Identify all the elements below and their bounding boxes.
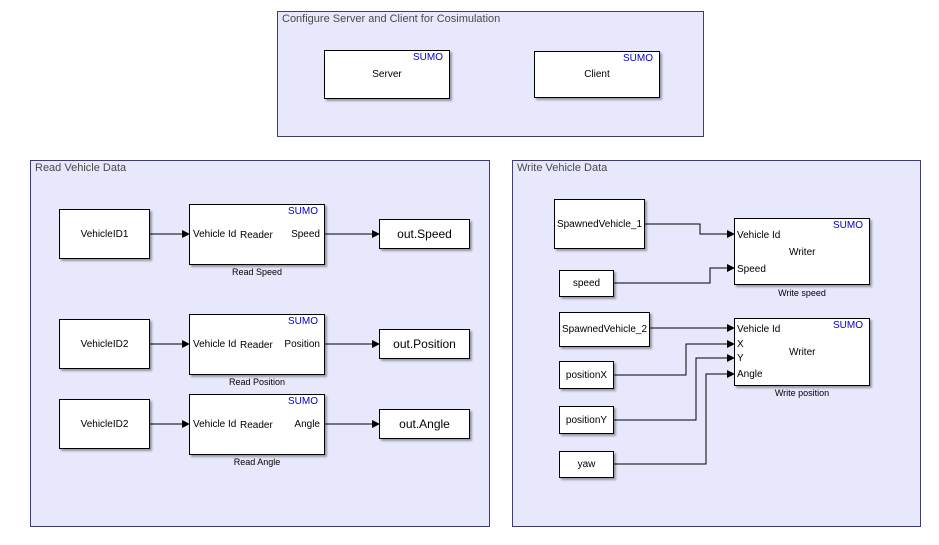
read-speed-block-label: Reader xyxy=(240,230,273,241)
read-speed-block[interactable]: SUMO Vehicle Id Reader Speed xyxy=(189,204,325,265)
write-speed-caption: Write speed xyxy=(778,288,826,298)
out-angle-block[interactable]: out.Angle xyxy=(379,409,470,439)
out-speed-block[interactable]: out.Speed xyxy=(379,219,470,249)
read-position-caption: Read Position xyxy=(228,377,286,387)
read-speed-sumo-tag: SUMO xyxy=(288,206,318,217)
spawned-vehicle-1-block[interactable]: SpawnedVehicle_1 xyxy=(554,199,645,249)
vehicleid2-angle-block[interactable]: VehicleID2 xyxy=(59,399,150,449)
vehicleid2-position-label: VehicleID2 xyxy=(80,338,129,350)
read-speed-caption: Read Speed xyxy=(231,267,283,277)
read-speed-port-out: Speed xyxy=(291,229,320,240)
spawned-vehicle-2-block[interactable]: SpawnedVehicle_2 xyxy=(559,312,650,347)
read-area-title: Read Vehicle Data xyxy=(35,162,127,174)
server-block[interactable]: SUMO Server xyxy=(324,50,450,99)
server-sumo-tag: SUMO xyxy=(413,52,443,63)
read-angle-port-in: Vehicle Id xyxy=(193,419,237,430)
write-position-port-x: X xyxy=(737,339,744,350)
write-position-port-y: Y xyxy=(737,353,744,364)
wire-speed-to-writer xyxy=(614,264,735,284)
client-label: Client xyxy=(584,69,610,80)
wire-posy-to-writer xyxy=(614,354,735,421)
write-speed-block-label: Writer xyxy=(789,247,816,258)
out-speed-label: out.Speed xyxy=(397,227,452,241)
read-angle-block[interactable]: SUMO Vehicle Id Reader Angle xyxy=(189,394,325,455)
speed-label: speed xyxy=(572,278,601,289)
write-position-sumo-tag: SUMO xyxy=(833,320,863,331)
yaw-label: yaw xyxy=(577,459,596,470)
spawned-vehicle-2-label: SpawnedVehicle_2 xyxy=(561,324,648,335)
write-area-title: Write Vehicle Data xyxy=(517,162,608,174)
position-y-block[interactable]: positionY xyxy=(559,406,614,434)
client-sumo-tag: SUMO xyxy=(623,53,653,64)
read-angle-block-label: Reader xyxy=(240,420,273,431)
wire-yaw-to-writer xyxy=(614,370,735,465)
read-position-block-label: Reader xyxy=(240,340,273,351)
position-y-label: positionY xyxy=(565,414,608,426)
server-label: Server xyxy=(372,69,402,80)
read-angle-port-out: Angle xyxy=(294,419,320,430)
read-speed-port-in: Vehicle Id xyxy=(193,229,237,240)
read-position-port-out: Position xyxy=(284,339,320,350)
vehicleid1-label: VehicleID1 xyxy=(80,228,129,240)
out-position-label: out.Position xyxy=(393,337,456,351)
wire-posx-to-writer xyxy=(614,340,735,376)
config-area-title: Configure Server and Client for Cosimula… xyxy=(282,13,501,25)
position-x-label: positionX xyxy=(565,369,608,381)
position-x-block[interactable]: positionX xyxy=(559,361,614,389)
write-speed-sumo-tag: SUMO xyxy=(833,220,863,231)
write-position-caption: Write position xyxy=(774,388,830,398)
vehicleid2-position-block[interactable]: VehicleID2 xyxy=(59,319,150,369)
client-block[interactable]: SUMO Client xyxy=(534,51,660,98)
yaw-block[interactable]: yaw xyxy=(559,451,614,478)
write-position-port-angle: Angle xyxy=(737,369,763,380)
read-angle-caption: Read Angle xyxy=(233,457,281,467)
read-angle-sumo-tag: SUMO xyxy=(288,396,318,407)
write-position-port-id: Vehicle Id xyxy=(737,324,781,335)
spawned-vehicle-1-label: SpawnedVehicle_1 xyxy=(556,218,643,230)
out-position-block[interactable]: out.Position xyxy=(379,329,470,359)
write-speed-block[interactable]: SUMO Vehicle Id Writer Speed xyxy=(734,218,870,285)
read-position-block[interactable]: SUMO Vehicle Id Reader Position xyxy=(189,314,325,375)
read-position-port-in: Vehicle Id xyxy=(193,339,237,350)
read-position-sumo-tag: SUMO xyxy=(288,316,318,327)
write-speed-port-id: Vehicle Id xyxy=(737,230,781,241)
speed-block[interactable]: speed xyxy=(559,270,614,297)
wire-spawned1-to-writer xyxy=(645,223,735,238)
write-position-block-label: Writer xyxy=(789,347,816,358)
vehicleid2-angle-label: VehicleID2 xyxy=(80,418,129,430)
write-speed-port-speed: Speed xyxy=(737,264,766,275)
write-position-block[interactable]: SUMO Vehicle Id X Writer Y Angle xyxy=(734,318,870,386)
vehicleid1-block[interactable]: VehicleID1 xyxy=(59,209,150,259)
out-angle-label: out.Angle xyxy=(399,417,450,431)
